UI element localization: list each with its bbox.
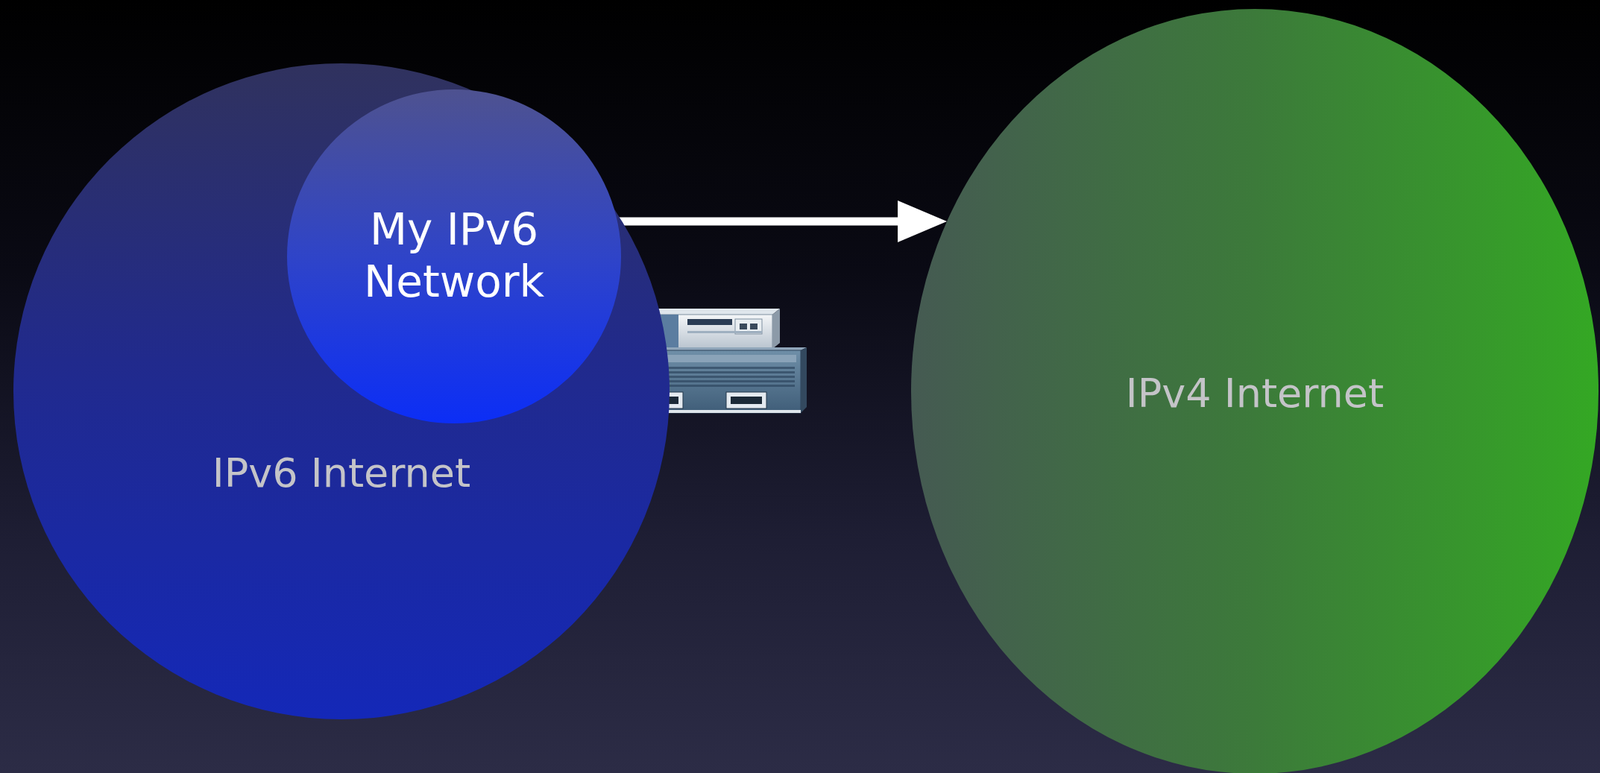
shape-fill <box>911 8 1599 773</box>
node-label: My IPv6 Network <box>331 204 578 308</box>
shape-fill <box>13 63 670 720</box>
network-circle: My IPv6 Network <box>287 89 622 424</box>
text-area: IPv6 Internet <box>13 439 670 507</box>
node-label: IPv6 Internet <box>212 449 471 499</box>
arrow-head <box>897 200 947 243</box>
shape-fill <box>287 89 622 424</box>
text-area: My IPv6 Network <box>287 89 622 424</box>
arrow-connector <box>617 200 947 243</box>
internet-ellipse: IPv4 Internet <box>911 8 1599 773</box>
node-label: IPv4 Internet <box>1125 369 1384 419</box>
connector-line <box>617 217 900 226</box>
internet-circle: IPv6 Internet My IPv6 Network <box>13 63 670 720</box>
text-area: IPv4 Internet <box>911 8 1599 773</box>
